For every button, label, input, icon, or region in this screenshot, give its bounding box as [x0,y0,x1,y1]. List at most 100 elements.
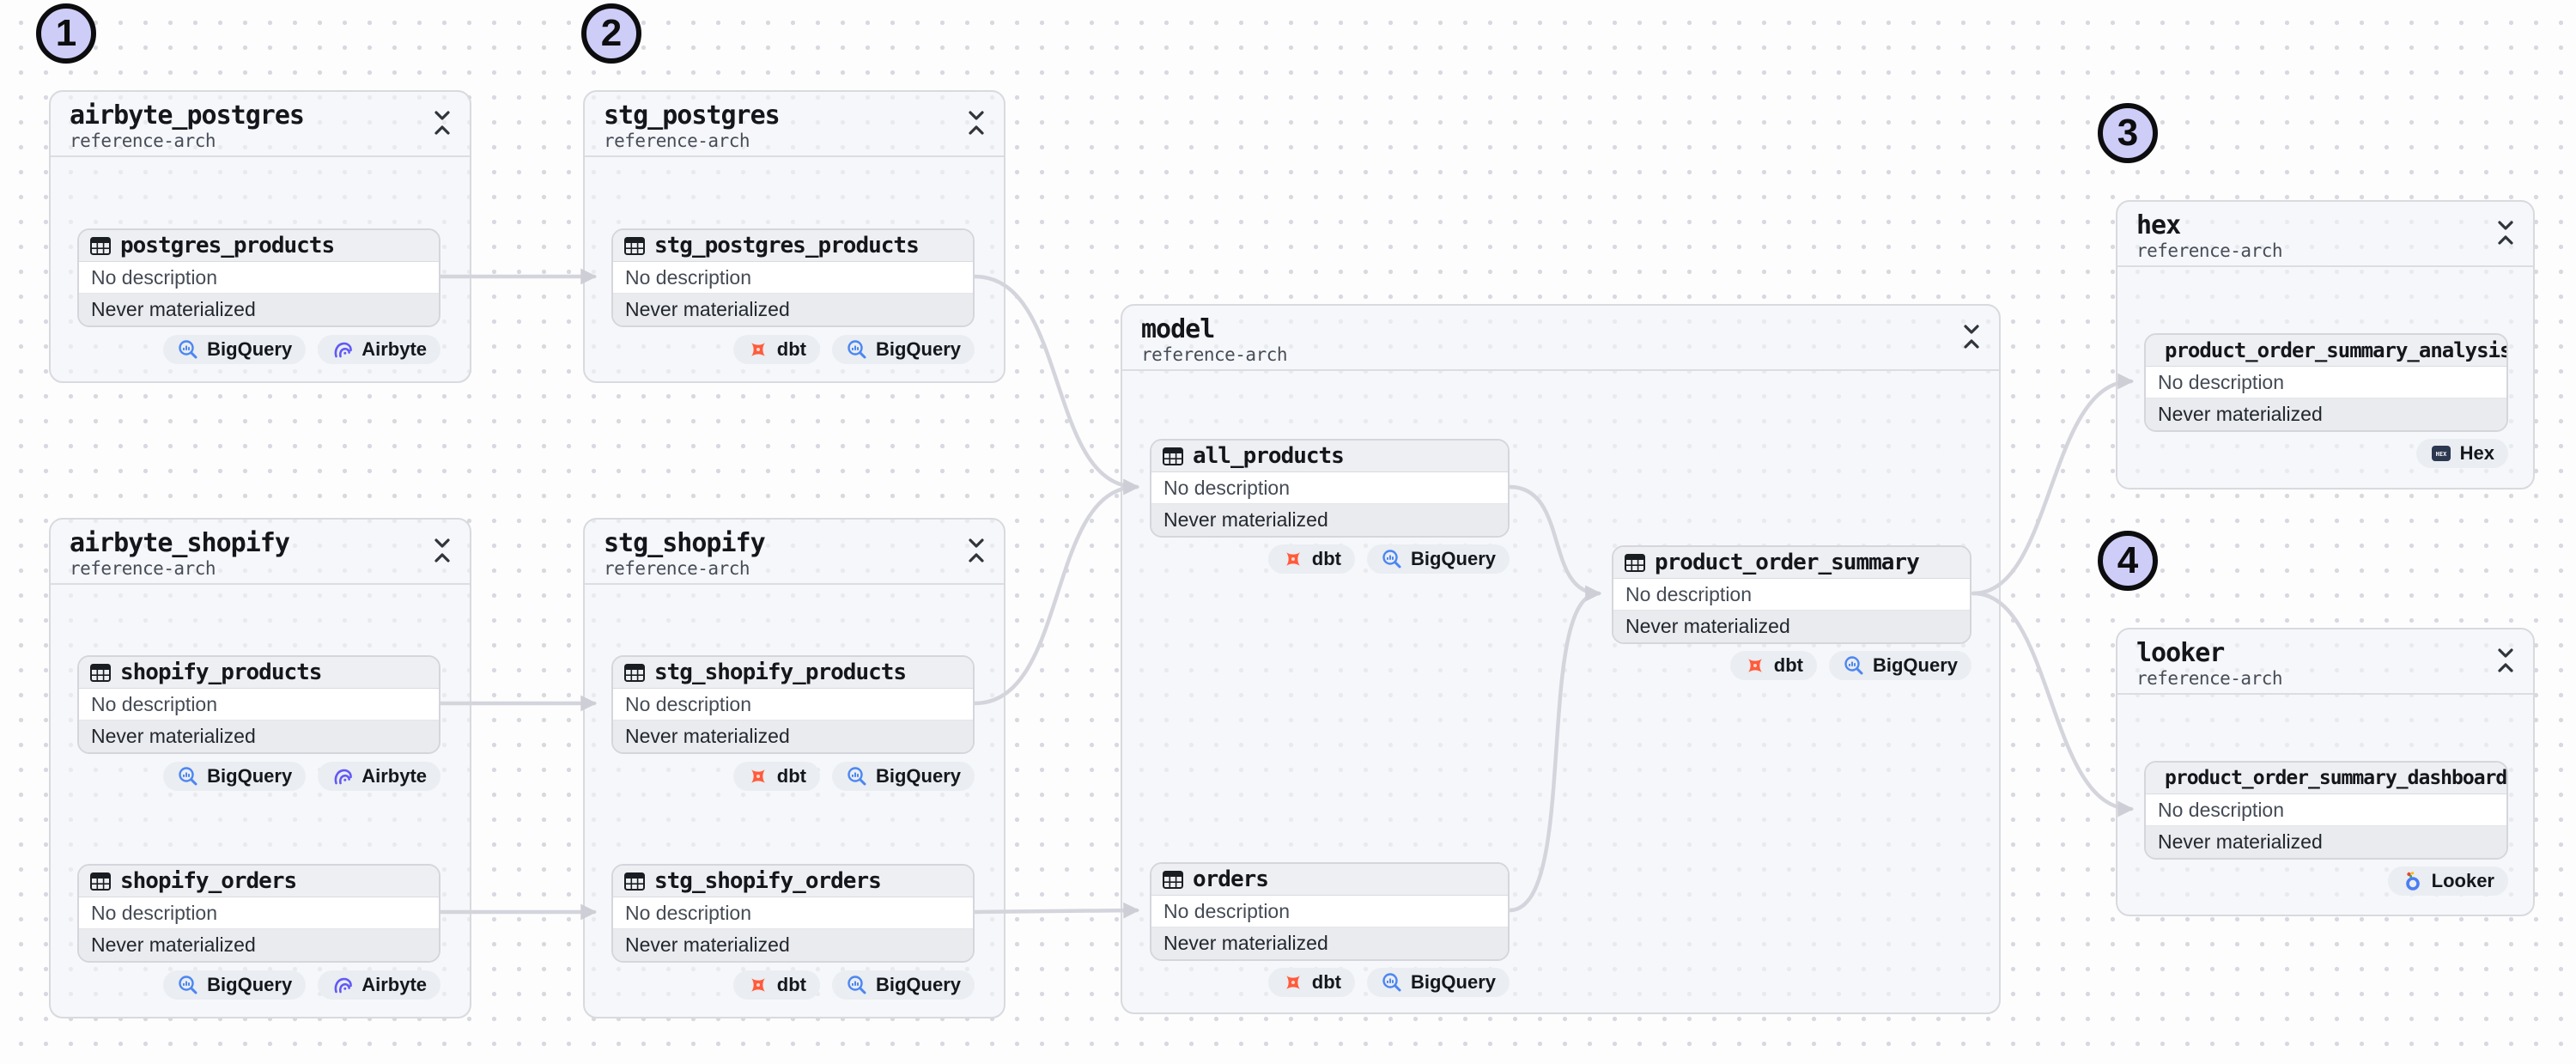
kind-badge-dbt: dbt [732,335,820,364]
table-icon [90,237,111,255]
dbt-icon [1285,976,1300,989]
group-title: airbyte_postgres [70,100,305,131]
collapse-icon[interactable] [966,109,987,137]
group-subtitle: reference-arch [1141,344,1288,365]
group-header-hex[interactable]: hex reference-arch [2117,202,2533,267]
collapse-icon[interactable] [432,109,453,137]
step-annotation-label: 1 [55,12,77,54]
asset-materialization-status: Never materialized [1613,611,1970,642]
bigquery-icon [1382,550,1401,568]
kind-badge-label: BigQuery [1410,548,1496,569]
asset-description: No description [79,897,439,929]
asset-materialization-status: Never materialized [79,929,439,961]
group-header-airbyte-postgres[interactable]: airbyte_postgres reference-arch [51,92,470,157]
badge-row: dbt BigQuery [611,970,975,1000]
collapse-icon[interactable] [432,537,453,564]
group-header-stg-shopify[interactable]: stg_shopify reference-arch [585,520,1004,585]
group-header-airbyte-shopify[interactable]: airbyte_shopify reference-arch [51,520,470,585]
kind-badge-label: BigQuery [1410,971,1496,993]
asset-title-row: shopify_products [79,657,439,689]
collapse-icon[interactable] [1961,323,1982,350]
dbt-icon [750,769,765,783]
asset-card-shopify-orders[interactable]: shopify_orders No description Never mate… [77,864,440,963]
kind-badge-dbt: dbt [732,762,820,791]
asset-name: shopify_products [120,660,322,685]
group-title: airbyte_shopify [70,528,290,558]
kind-badge-label: Airbyte [361,765,427,787]
group-subtitle: reference-arch [70,558,216,579]
asset-description: No description [79,689,439,720]
asset-card-product-order-summary-dashboard[interactable]: product_order_summary_dashboard No descr… [2144,761,2508,860]
kind-badge-bigquery: BigQuery [163,762,307,791]
asset-name: orders [1193,866,1269,892]
group-title: hex [2136,210,2181,240]
kind-badge-label: dbt [1773,654,1803,676]
kind-badge-label: BigQuery [875,338,961,360]
asset-title-row: orders [1151,864,1508,896]
table-icon [624,237,645,255]
kind-badge-hex: HEX Hex [2415,439,2508,468]
asset-card-all-products[interactable]: all_products No description Never materi… [1150,439,1510,538]
asset-materialization-status: Never materialized [613,929,973,961]
asset-card-postgres-products[interactable]: postgres_products No description Never m… [77,228,440,327]
asset-card-stg-postgres-products[interactable]: stg_postgres_products No description Nev… [611,228,975,327]
table-icon [90,872,111,891]
asset-name: product_order_summary_analysis [2165,338,2508,362]
group-header-looker[interactable]: looker reference-arch [2117,629,2533,695]
group-subtitle: reference-arch [2136,668,2283,689]
badge-row: dbt BigQuery [611,762,975,791]
asset-card-stg-shopify-orders[interactable]: stg_shopify_orders No description Never … [611,864,975,963]
group-header-model[interactable]: model reference-arch [1122,306,1999,371]
dbt-icon [1285,552,1300,566]
asset-title-row: all_products [1151,441,1508,472]
asset-title-row: product_order_summary_dashboard [2146,763,2506,794]
collapse-icon[interactable] [2495,219,2516,246]
group-title: looker [2136,638,2225,668]
asset-card-shopify-products[interactable]: shopify_products No description Never ma… [77,655,440,754]
kind-badge-label: dbt [1311,548,1341,569]
step-annotation-label: 3 [2117,112,2139,154]
table-icon [1163,447,1183,465]
asset-materialization-status: Never materialized [1151,927,1508,959]
step-annotation-3: 3 [2098,103,2158,163]
kind-badge-label: Airbyte [361,338,427,360]
kind-badge-label: Hex [2459,442,2494,464]
asset-description: No description [613,262,973,294]
badge-row: dbt BigQuery [611,335,975,364]
kind-badge-bigquery: BigQuery [831,762,975,791]
kind-badge-bigquery: BigQuery [163,970,307,1000]
kind-badge-label: dbt [1311,971,1341,993]
collapse-icon[interactable] [966,537,987,564]
asset-description: No description [2146,367,2506,398]
bigquery-icon [848,976,866,994]
kind-badge-dbt: dbt [1729,651,1817,680]
kind-badge-bigquery: BigQuery [1366,968,1510,997]
asset-materialization-status: Never materialized [1151,504,1508,536]
kind-badge-label: BigQuery [207,974,293,995]
group-title: model [1141,314,1215,344]
asset-name: all_products [1193,443,1345,469]
asset-materialization-status: Never materialized [613,294,973,325]
asset-description: No description [613,689,973,720]
asset-card-product-order-summary-analysis[interactable]: product_order_summary_analysis No descri… [2144,333,2508,432]
hex-icon: HEX [2431,446,2451,461]
asset-materialization-status: Never materialized [2146,826,2506,858]
asset-title-row: product_order_summary_analysis [2146,335,2506,367]
badge-row: BigQuery Airbyte [77,970,440,1000]
bigquery-icon [179,767,197,786]
badge-row: Looker [2144,866,2508,896]
kind-badge-bigquery: BigQuery [1366,544,1510,574]
kind-badge-label: BigQuery [207,338,293,360]
asset-card-product-order-summary[interactable]: product_order_summary No description Nev… [1612,545,1971,644]
asset-title-row: stg_postgres_products [613,230,973,262]
asset-card-orders[interactable]: orders No description Never materialized [1150,862,1510,961]
group-subtitle: reference-arch [604,131,750,151]
asset-name: stg_shopify_orders [654,868,882,894]
asset-card-stg-shopify-products[interactable]: stg_shopify_products No description Neve… [611,655,975,754]
asset-description: No description [2146,794,2506,826]
group-header-stg-postgres[interactable]: stg_postgres reference-arch [585,92,1004,157]
collapse-icon[interactable] [2495,647,2516,674]
bigquery-icon [1844,656,1863,675]
table-icon [1625,554,1645,572]
